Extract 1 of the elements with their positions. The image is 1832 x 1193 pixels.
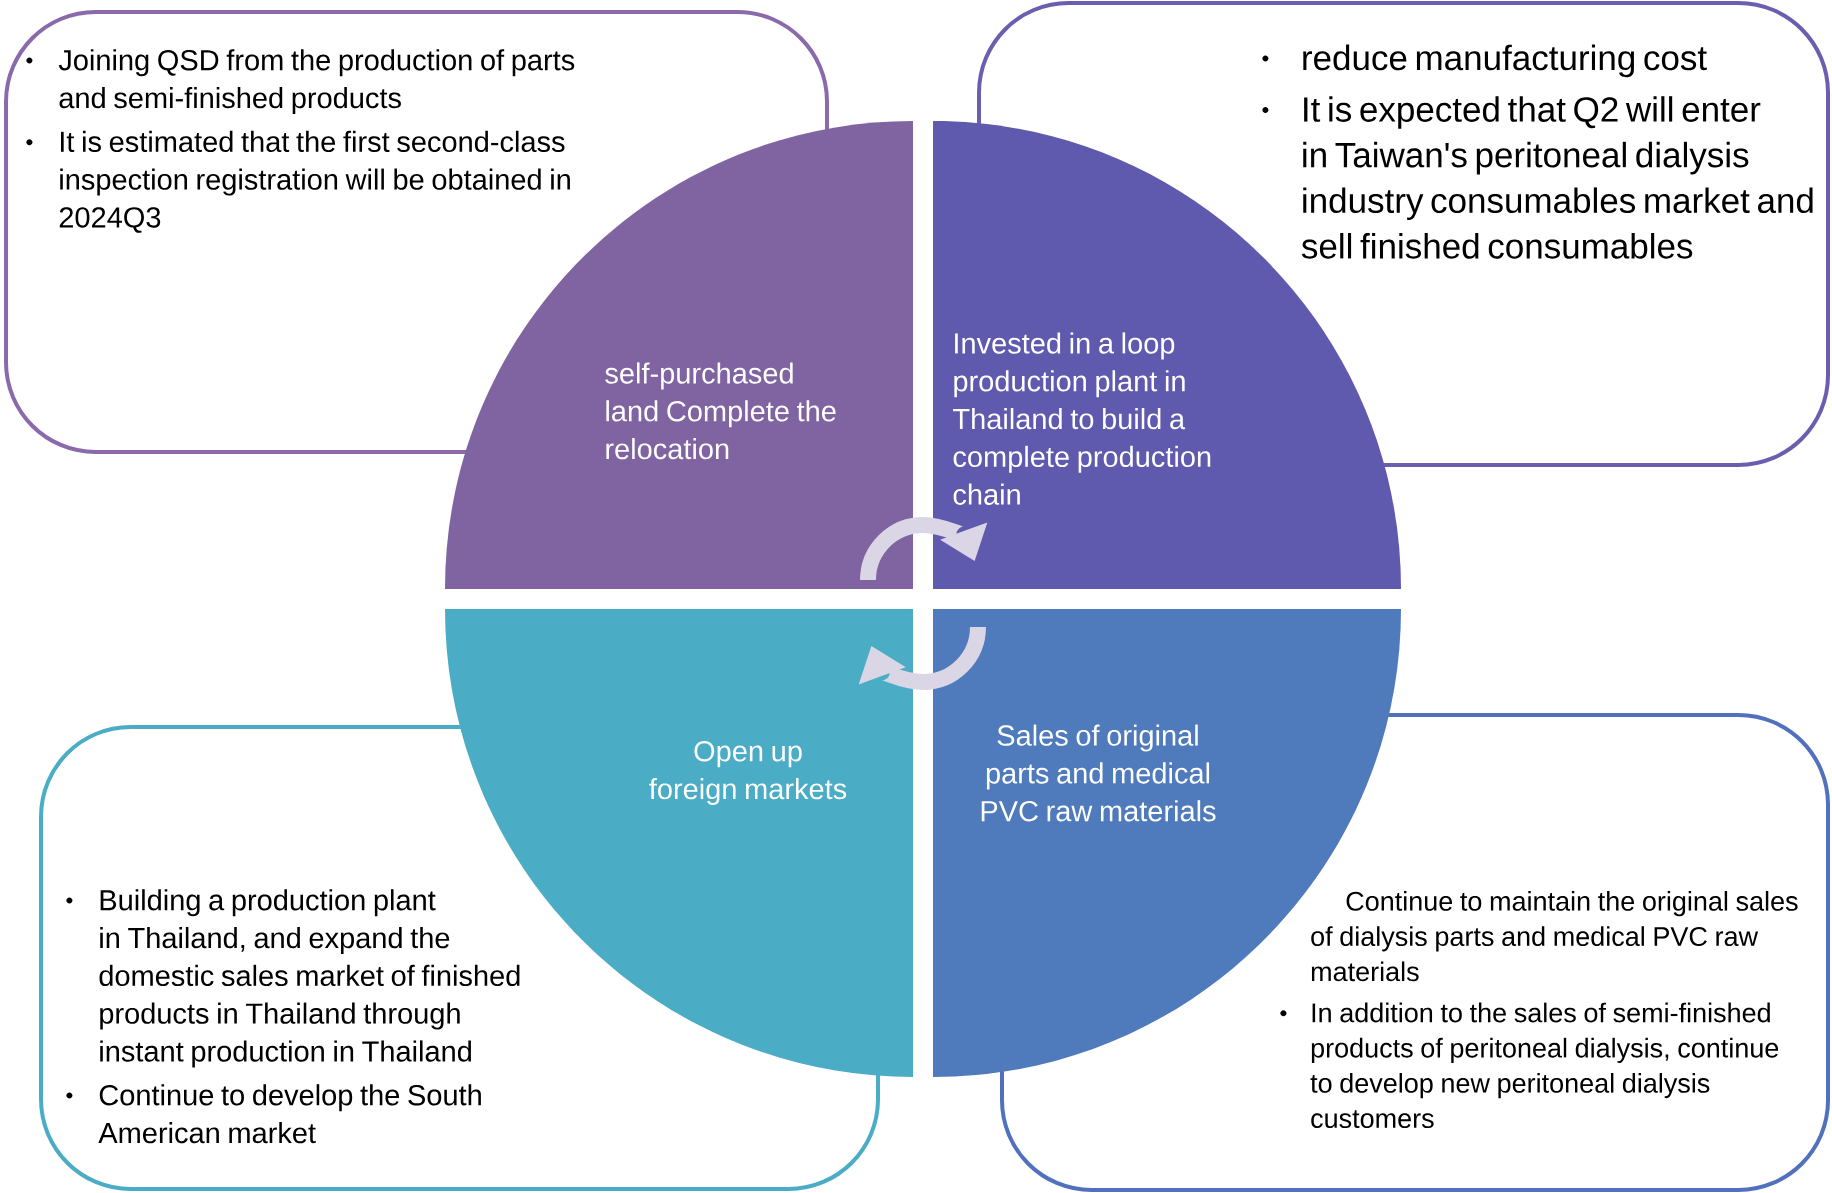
cycle-arrow xyxy=(858,626,986,690)
